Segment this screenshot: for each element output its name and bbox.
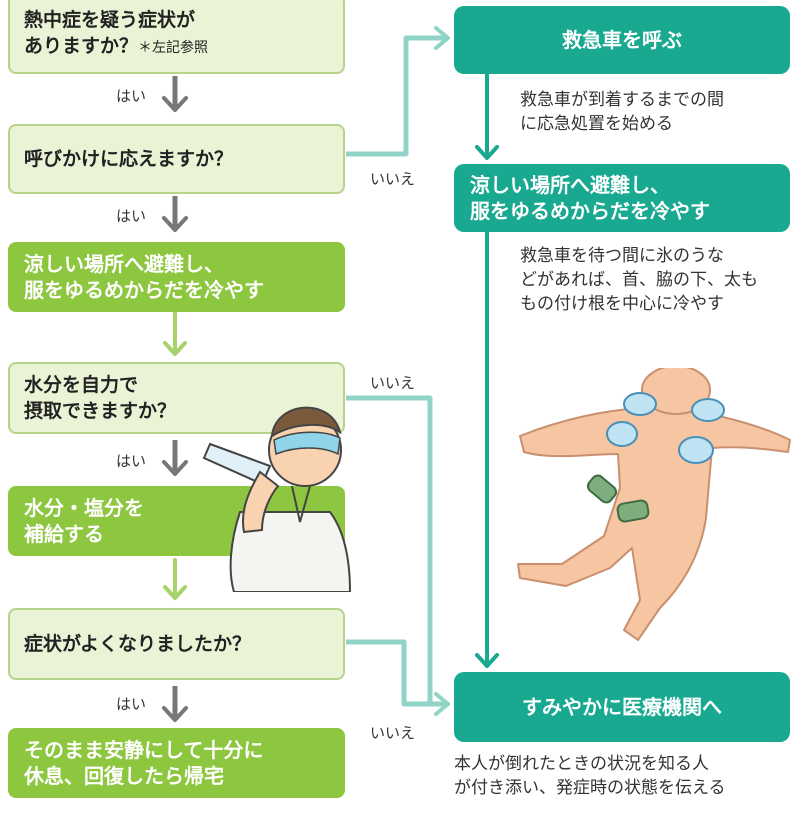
- question-drink-line2: 摂取できますか？: [24, 400, 177, 422]
- question-responds-text: 呼びかけに応えますか？: [24, 148, 234, 170]
- action-hydrate-line1: 水分・塩分を: [24, 496, 144, 520]
- cooling-note: 救急車を待つ間に氷のうな どがあれば、首、脇の下、太も もの付け根を中心に冷やす: [520, 244, 758, 316]
- call-ambulance-note: 救急車が到着するまでの間 に応急処置を始める: [520, 88, 724, 136]
- question-symptoms: 熱中症を疑う症状が ありますか？＊左記参照: [8, 0, 345, 74]
- action-rest-line2: 休息、回復したら帰宅: [24, 764, 224, 788]
- medical-institution-note: 本人が倒れたときの状況を知る人 が付き添い、発症時の状態を伝える: [454, 752, 726, 800]
- ice-pack-body-illustration: [517, 368, 791, 641]
- no-label-3: いいえ: [370, 724, 416, 742]
- drinking-person-illustration: [202, 406, 352, 592]
- action-rest: そのまま安静にして十分に 休息、回復したら帰宅: [8, 728, 345, 798]
- action-cool-down-right-line1: 涼しい場所へ避難し、: [470, 173, 670, 197]
- question-improved-text: 症状がよくなりましたか？: [24, 633, 252, 655]
- action-call-ambulance-text: 救急車を呼ぶ: [562, 28, 682, 52]
- medical-institution-note-line2: が付き添い、発症時の状態を伝える: [454, 778, 726, 798]
- action-cool-down-line1: 涼しい場所へ避難し、: [24, 252, 224, 276]
- no-label-2: いいえ: [370, 374, 416, 392]
- question-improved: 症状がよくなりましたか？: [8, 608, 345, 680]
- action-hydrate-line2: 補給する: [24, 522, 104, 546]
- question-symptoms-line2: ありますか？: [24, 35, 139, 57]
- yes-label-4: はい: [116, 695, 147, 713]
- cooling-note-line3: もの付け根を中心に冷やす: [520, 294, 724, 314]
- action-medical-institution-text: すみやかに医療機関へ: [522, 695, 722, 719]
- yes-label-2: はい: [116, 207, 147, 225]
- action-rest-line1: そのまま安静にして十分に: [24, 738, 264, 762]
- question-symptoms-note: ＊左記参照: [138, 40, 209, 56]
- question-symptoms-line1: 熱中症を疑う症状が: [24, 9, 196, 31]
- yes-label-1: はい: [116, 87, 147, 105]
- action-medical-institution: すみやかに医療機関へ: [454, 672, 790, 742]
- medical-institution-note-line1: 本人が倒れたときの状況を知る人: [454, 754, 709, 774]
- cooling-note-line1: 救急車を待つ間に氷のうな: [520, 246, 724, 266]
- action-cool-down-right-line2: 服をゆるめからだを冷やす: [470, 199, 710, 223]
- question-responds: 呼びかけに応えますか？: [8, 124, 345, 194]
- call-ambulance-note-line1: 救急車が到着するまでの間: [520, 90, 724, 110]
- action-cool-down-right: 涼しい場所へ避難し、 服をゆるめからだを冷やす: [454, 164, 790, 232]
- action-cool-down: 涼しい場所へ避難し、 服をゆるめからだを冷やす: [8, 242, 345, 312]
- call-ambulance-note-line2: に応急処置を始める: [520, 114, 673, 134]
- action-call-ambulance: 救急車を呼ぶ: [454, 6, 790, 74]
- action-cool-down-line2: 服をゆるめからだを冷やす: [24, 278, 264, 302]
- cooling-note-line2: どがあれば、首、脇の下、太も: [520, 270, 758, 290]
- no-label-1: いいえ: [370, 170, 416, 188]
- question-drink-line1: 水分を自力で: [24, 374, 139, 396]
- yes-label-3: はい: [116, 452, 147, 470]
